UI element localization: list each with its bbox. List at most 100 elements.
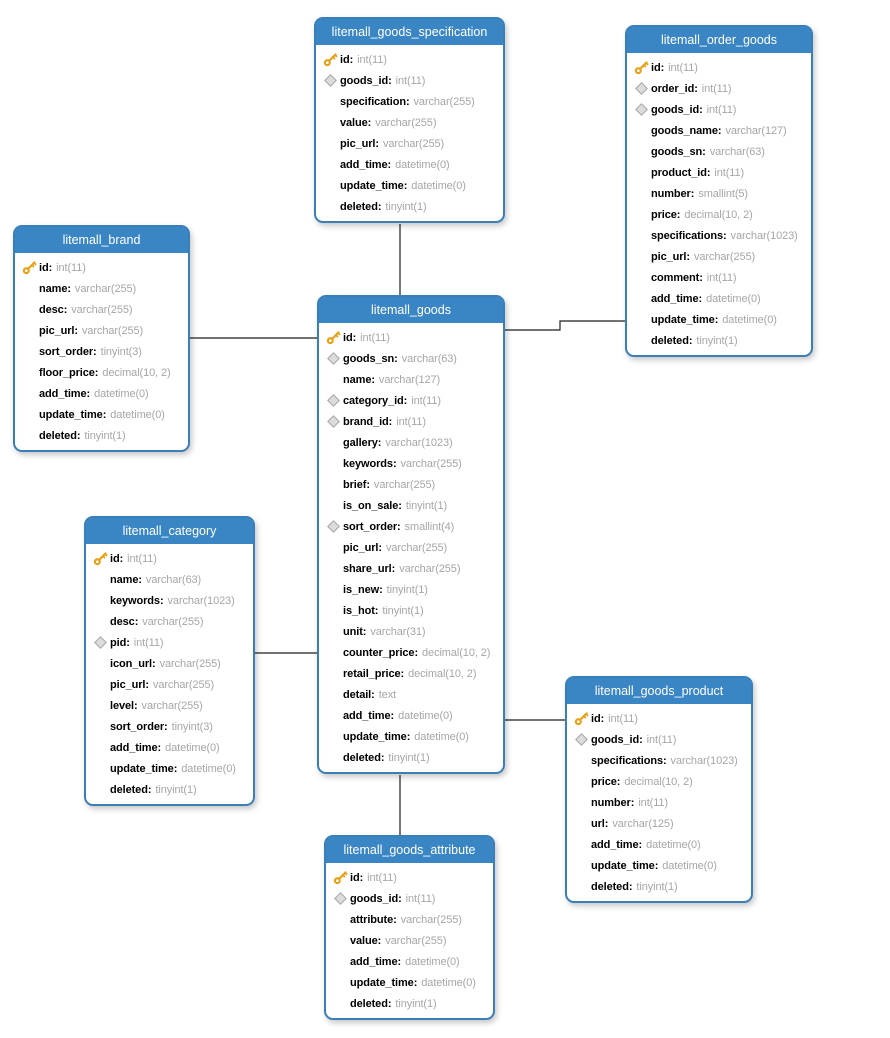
field-row-specifications[interactable]: specificationsvarchar(1023)	[627, 225, 811, 246]
field-row-counter_price[interactable]: counter_pricedecimal(10, 2)	[319, 642, 503, 663]
field-row-update_time[interactable]: update_timedatetime(0)	[319, 726, 503, 747]
table-header[interactable]: litemall_goods_specification	[316, 19, 503, 45]
field-row-id[interactable]: idint(11)	[567, 708, 751, 729]
field-name: category_id	[343, 395, 407, 407]
field-row-update_time[interactable]: update_timedatetime(0)	[627, 309, 811, 330]
field-row-add_time[interactable]: add_timedatetime(0)	[15, 383, 188, 404]
table-field-list: idint(11)goods_idint(11)specificationsva…	[567, 704, 751, 901]
table-litemall_category[interactable]: litemall_category idint(11)namevarchar(63…	[84, 516, 255, 806]
field-row-comment[interactable]: commentint(11)	[627, 267, 811, 288]
table-litemall_goods_attribute[interactable]: litemall_goods_attribute idint(11)goods_i…	[324, 835, 495, 1020]
table-header[interactable]: litemall_goods_attribute	[326, 837, 493, 863]
field-row-deleted[interactable]: deletedtinyint(1)	[86, 779, 253, 800]
field-row-attribute[interactable]: attributevarchar(255)	[326, 909, 493, 930]
field-row-share_url[interactable]: share_urlvarchar(255)	[319, 558, 503, 579]
field-row-goods_name[interactable]: goods_namevarchar(127)	[627, 120, 811, 141]
table-header[interactable]: litemall_goods_product	[567, 678, 751, 704]
field-row-add_time[interactable]: add_timedatetime(0)	[567, 834, 751, 855]
field-row-deleted[interactable]: deletedtinyint(1)	[326, 993, 493, 1014]
field-row-goods_sn[interactable]: goods_snvarchar(63)	[627, 141, 811, 162]
field-row-add_time[interactable]: add_timedatetime(0)	[627, 288, 811, 309]
field-row-gallery[interactable]: galleryvarchar(1023)	[319, 432, 503, 453]
field-row-goods_id[interactable]: goods_idint(11)	[326, 888, 493, 909]
field-row-update_time[interactable]: update_timedatetime(0)	[326, 972, 493, 993]
field-row-icon_url[interactable]: icon_urlvarchar(255)	[86, 653, 253, 674]
field-row-name[interactable]: namevarchar(127)	[319, 369, 503, 390]
field-row-price[interactable]: pricedecimal(10, 2)	[567, 771, 751, 792]
field-row-id[interactable]: idint(11)	[326, 867, 493, 888]
field-row-unit[interactable]: unitvarchar(31)	[319, 621, 503, 642]
table-header[interactable]: litemall_category	[86, 518, 253, 544]
field-type: int(11)	[706, 103, 737, 116]
field-row-keywords[interactable]: keywordsvarchar(1023)	[86, 590, 253, 611]
field-row-deleted[interactable]: deletedtinyint(1)	[15, 425, 188, 446]
field-row-brand_id[interactable]: brand_idint(11)	[319, 411, 503, 432]
field-row-value[interactable]: valuevarchar(255)	[316, 112, 503, 133]
field-row-id[interactable]: idint(11)	[86, 548, 253, 569]
field-row-add_time[interactable]: add_timedatetime(0)	[86, 737, 253, 758]
field-row-is_on_sale[interactable]: is_on_saletinyint(1)	[319, 495, 503, 516]
table-litemall_order_goods[interactable]: litemall_order_goods idint(11)order_idint…	[625, 25, 813, 357]
field-row-update_time[interactable]: update_timedatetime(0)	[86, 758, 253, 779]
field-row-id[interactable]: idint(11)	[15, 257, 188, 278]
field-row-add_time[interactable]: add_timedatetime(0)	[319, 705, 503, 726]
field-row-specifications[interactable]: specificationsvarchar(1023)	[567, 750, 751, 771]
field-row-id[interactable]: idint(11)	[316, 49, 503, 70]
field-row-deleted[interactable]: deletedtinyint(1)	[627, 330, 811, 351]
table-litemall_goods[interactable]: litemall_goods idint(11)goods_snvarchar(6…	[317, 295, 505, 774]
field-row-desc[interactable]: descvarchar(255)	[86, 611, 253, 632]
field-row-order_id[interactable]: order_idint(11)	[627, 78, 811, 99]
field-row-id[interactable]: idint(11)	[627, 57, 811, 78]
field-row-name[interactable]: namevarchar(255)	[15, 278, 188, 299]
field-name: retail_price	[343, 668, 404, 680]
table-litemall_brand[interactable]: litemall_brandidint(11)namevarchar(255)d…	[13, 225, 190, 452]
field-row-url[interactable]: urlvarchar(125)	[567, 813, 751, 834]
field-row-update_time[interactable]: update_timedatetime(0)	[316, 175, 503, 196]
field-row-add_time[interactable]: add_timedatetime(0)	[326, 951, 493, 972]
field-row-number[interactable]: numberint(11)	[567, 792, 751, 813]
table-header[interactable]: litemall_order_goods	[627, 27, 811, 53]
table-litemall_goods_specification[interactable]: litemall_goods_specification idint(11)goo…	[314, 17, 505, 223]
field-name: value	[350, 935, 381, 947]
field-row-deleted[interactable]: deletedtinyint(1)	[316, 196, 503, 217]
field-row-is_new[interactable]: is_newtinyint(1)	[319, 579, 503, 600]
field-row-value[interactable]: valuevarchar(255)	[326, 930, 493, 951]
field-row-floor_price[interactable]: floor_pricedecimal(10, 2)	[15, 362, 188, 383]
field-row-sort_order[interactable]: sort_ordertinyint(3)	[86, 716, 253, 737]
field-row-pic_url[interactable]: pic_urlvarchar(255)	[15, 320, 188, 341]
field-row-brief[interactable]: briefvarchar(255)	[319, 474, 503, 495]
field-row-deleted[interactable]: deletedtinyint(1)	[567, 876, 751, 897]
table-header[interactable]: litemall_brand	[15, 227, 188, 253]
connector-goods-to-order_goods[interactable]	[504, 320, 626, 331]
field-row-goods_sn[interactable]: goods_snvarchar(63)	[319, 348, 503, 369]
field-row-goods_id[interactable]: goods_idint(11)	[627, 99, 811, 120]
field-row-name[interactable]: namevarchar(63)	[86, 569, 253, 590]
field-row-category_id[interactable]: category_idint(11)	[319, 390, 503, 411]
field-row-update_time[interactable]: update_timedatetime(0)	[567, 855, 751, 876]
field-row-pic_url[interactable]: pic_urlvarchar(255)	[627, 246, 811, 267]
field-row-id[interactable]: idint(11)	[319, 327, 503, 348]
field-row-price[interactable]: pricedecimal(10, 2)	[627, 204, 811, 225]
field-row-goods_id[interactable]: goods_idint(11)	[316, 70, 503, 91]
field-row-retail_price[interactable]: retail_pricedecimal(10, 2)	[319, 663, 503, 684]
field-row-keywords[interactable]: keywordsvarchar(255)	[319, 453, 503, 474]
field-row-pid[interactable]: pidint(11)	[86, 632, 253, 653]
field-row-pic_url[interactable]: pic_urlvarchar(255)	[86, 674, 253, 695]
field-row-goods_id[interactable]: goods_idint(11)	[567, 729, 751, 750]
field-row-number[interactable]: numbersmallint(5)	[627, 183, 811, 204]
field-row-is_hot[interactable]: is_hottinyint(1)	[319, 600, 503, 621]
field-row-pic_url[interactable]: pic_urlvarchar(255)	[316, 133, 503, 154]
field-row-specification[interactable]: specificationvarchar(255)	[316, 91, 503, 112]
field-row-desc[interactable]: descvarchar(255)	[15, 299, 188, 320]
field-row-add_time[interactable]: add_timedatetime(0)	[316, 154, 503, 175]
field-row-pic_url[interactable]: pic_urlvarchar(255)	[319, 537, 503, 558]
field-row-product_id[interactable]: product_idint(11)	[627, 162, 811, 183]
table-header[interactable]: litemall_goods	[319, 297, 503, 323]
field-row-detail[interactable]: detailtext	[319, 684, 503, 705]
field-row-deleted[interactable]: deletedtinyint(1)	[319, 747, 503, 768]
field-row-sort_order[interactable]: sort_ordertinyint(3)	[15, 341, 188, 362]
table-litemall_goods_product[interactable]: litemall_goods_productidint(11)goods_idi…	[565, 676, 753, 903]
field-row-sort_order[interactable]: sort_ordersmallint(4)	[319, 516, 503, 537]
field-row-level[interactable]: levelvarchar(255)	[86, 695, 253, 716]
field-row-update_time[interactable]: update_timedatetime(0)	[15, 404, 188, 425]
